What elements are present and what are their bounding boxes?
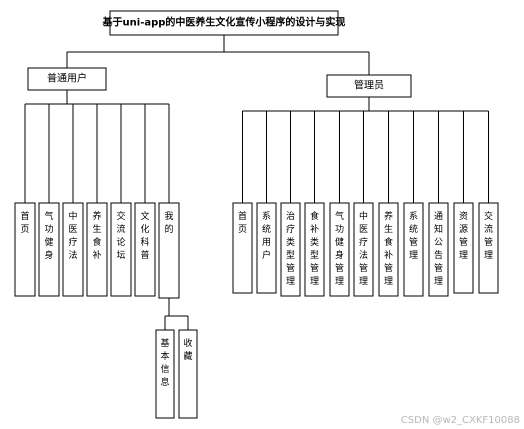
admin-node-5-label: 气功健身管理 <box>335 210 344 287</box>
group-admin-label: 管理员 <box>354 79 384 92</box>
user-node-3-label: 中医疗法 <box>68 210 77 261</box>
user-node-6-label: 文化科普 <box>140 210 149 261</box>
admin-node-5: 气功健身管理 <box>329 202 350 297</box>
user-node-2: 气功健身 <box>38 202 60 297</box>
admin-node-7-label: 养生食补管理 <box>384 210 393 287</box>
my-sub-node-2-label: 收藏 <box>183 337 192 362</box>
user-node-5-label: 交流论坛 <box>116 210 125 261</box>
user-node-1-label: 首页 <box>20 210 29 235</box>
admin-node-6-label: 中医疗法管理 <box>359 210 368 287</box>
watermark: CSDN @w2_CXKF10088 <box>400 415 520 426</box>
user-node-4: 养生食补 <box>86 202 108 297</box>
my-sub-node-1: 基本信息 <box>155 329 175 419</box>
admin-node-11: 交流管理 <box>478 202 499 294</box>
group-user: 普通用户 <box>27 67 107 91</box>
admin-node-4: 食补类型管理 <box>304 202 325 297</box>
admin-node-4-label: 食补类型管理 <box>310 210 319 287</box>
user-node-7-label: 我的 <box>164 211 173 235</box>
admin-node-10-label: 资源管理 <box>459 211 468 261</box>
admin-node-9-label: 通知公告管理 <box>434 211 443 287</box>
admin-node-2: 系统用户 <box>256 202 277 294</box>
my-sub-node-1-label: 基本信息 <box>160 337 169 388</box>
admin-node-9: 通知公告管理 <box>428 202 449 297</box>
group-admin: 管理员 <box>326 74 412 98</box>
group-user-label: 普通用户 <box>47 72 87 85</box>
my-sub-node-2: 收藏 <box>178 329 198 419</box>
user-node-3: 中医疗法 <box>62 202 84 297</box>
root-node-label: 基于uni-app的中医养生文化宣传小程序的设计与实现 <box>102 16 346 29</box>
admin-node-10: 资源管理 <box>453 202 474 294</box>
admin-node-8: 系统管理 <box>403 202 424 297</box>
user-node-5: 交流论坛 <box>110 202 132 297</box>
admin-node-1: 首页 <box>232 202 253 294</box>
admin-node-11-label: 交流管理 <box>484 210 493 261</box>
admin-node-6: 中医疗法管理 <box>353 202 374 297</box>
user-node-1: 首页 <box>14 202 36 297</box>
admin-node-8-label: 系统管理 <box>409 211 418 261</box>
admin-node-3: 治疗类型管理 <box>280 202 301 297</box>
admin-node-1-label: 首页 <box>238 210 247 235</box>
root-node: 基于uni-app的中医养生文化宣传小程序的设计与实现 <box>102 10 346 36</box>
user-node-7: 我的 <box>158 202 180 299</box>
admin-node-7: 养生食补管理 <box>378 202 399 297</box>
admin-node-2-label: 系统用户 <box>262 211 271 261</box>
user-node-2-label: 气功健身 <box>44 210 53 261</box>
user-node-6: 文化科普 <box>134 202 156 297</box>
user-node-4-label: 养生食补 <box>92 210 101 261</box>
admin-node-3-label: 治疗类型管理 <box>286 210 295 287</box>
